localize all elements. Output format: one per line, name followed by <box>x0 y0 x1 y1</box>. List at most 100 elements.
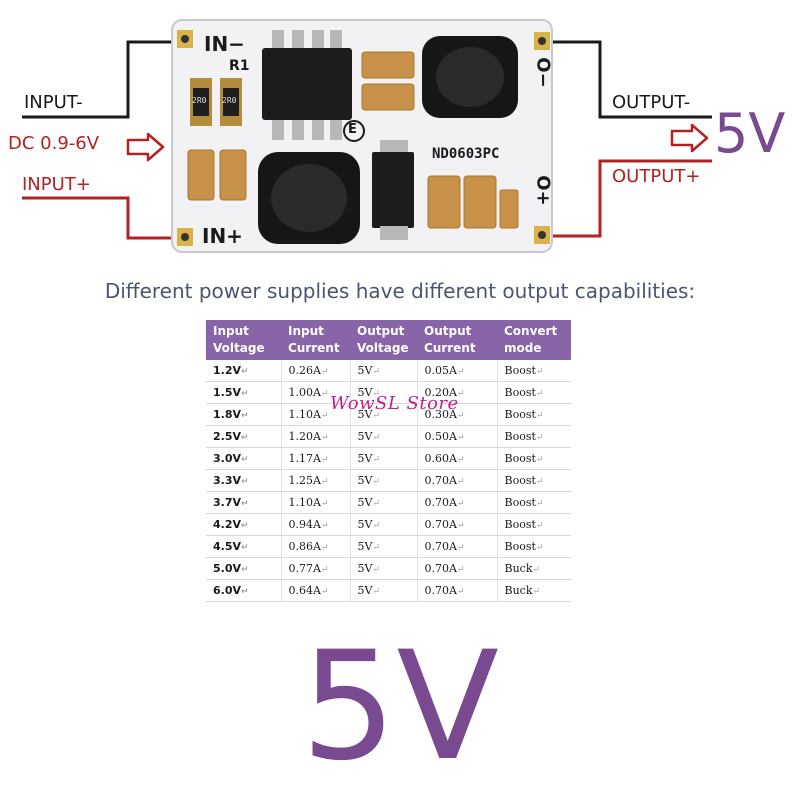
table-header-line: mode <box>504 341 542 355</box>
paragraph-mark-icon: ↵ <box>372 587 380 597</box>
resistor-code-right: 2R0 <box>222 96 237 105</box>
paragraph-mark-icon: ↵ <box>241 455 249 465</box>
pcb-diagram: IN− IN+ R1 E ND0603PC O− O+ 2R0 2R0 INPU… <box>0 0 800 270</box>
table-header-line: Output <box>424 324 472 338</box>
pad-out-minus <box>534 32 550 50</box>
table-cell: Boost↵ <box>497 513 571 536</box>
table-row: 4.5V↵0.86A↵5V↵0.70A↵Boost↵ <box>206 535 571 558</box>
table-cell-value: 1.00A <box>288 386 321 399</box>
paragraph-mark-icon: ↵ <box>372 411 380 421</box>
resistor-right <box>220 78 242 126</box>
table-cell-value: 1.25A <box>288 474 321 487</box>
table-cell-value: 5V <box>357 430 373 443</box>
paragraph-mark-icon: ↵ <box>241 433 249 443</box>
table-row: 2.5V↵1.20A↵5V↵0.50A↵Boost↵ <box>206 425 571 448</box>
table-cell: 5V↵ <box>350 381 418 404</box>
paragraph-mark-icon: ↵ <box>535 433 544 443</box>
table-header-line: Output <box>357 324 405 338</box>
table-cell-value: 0.05A <box>424 364 457 377</box>
table-cell: 0.70A↵ <box>417 579 498 602</box>
table-cell-value: 0.70A <box>424 540 457 553</box>
paragraph-mark-icon: ↵ <box>320 477 329 487</box>
table-cell-value: 0.50A <box>424 430 457 443</box>
label-output-voltage: 5V <box>714 102 786 165</box>
silk-e-circle <box>343 120 365 142</box>
table-cell-value: Boost <box>504 364 536 377</box>
paragraph-mark-icon: ↵ <box>535 521 544 531</box>
inductor-top <box>422 36 518 118</box>
table-cell-value: 0.70A <box>424 518 457 531</box>
table-cell-value: Boost <box>504 518 536 531</box>
table-cell-value: 1.17A <box>288 452 321 465</box>
table-cell-value: 4.2V <box>213 518 241 531</box>
table-cell-value: Boost <box>504 452 536 465</box>
table-cell-value: 0.20A <box>424 386 457 399</box>
capacitor-top-2 <box>361 83 415 111</box>
table-header-line: Input <box>288 324 324 338</box>
paragraph-mark-icon: ↵ <box>320 587 329 597</box>
table-cell-value: 5V <box>357 452 373 465</box>
paragraph-mark-icon: ↵ <box>535 499 544 509</box>
table-cell-value: 1.10A <box>288 496 321 509</box>
paragraph-mark-icon: ↵ <box>372 477 380 487</box>
table-cell-value: Boost <box>504 430 536 443</box>
paragraph-mark-icon: ↵ <box>241 499 249 509</box>
paragraph-mark-icon: ↵ <box>535 543 544 553</box>
wire-input-minus <box>22 40 184 119</box>
table-row: 3.7V↵1.10A↵5V↵0.70A↵Boost↵ <box>206 491 571 514</box>
table-cell-value: Boost <box>504 386 536 399</box>
paragraph-mark-icon: ↵ <box>456 565 465 575</box>
silk-r1: R1 <box>229 58 250 74</box>
table-cell-value: 0.77A <box>288 562 321 575</box>
table-cell: 5V↵ <box>350 425 418 448</box>
table-cell-value: 1.20A <box>288 430 321 443</box>
paragraph-mark-icon: ↵ <box>320 433 329 443</box>
table-cell: Buck↵ <box>497 579 571 602</box>
table-cell-value: 0.30A <box>424 408 457 421</box>
table-cell: Boost↵ <box>497 425 571 448</box>
resistor-code-left: 2R0 <box>192 96 207 105</box>
table-cell: 4.5V↵ <box>206 535 282 558</box>
table-cell: 4.2V↵ <box>206 513 282 536</box>
table-cell: 5V↵ <box>350 469 418 492</box>
capacitor-left-1 <box>187 149 215 201</box>
table-cell: Boost↵ <box>497 381 571 404</box>
paragraph-mark-icon: ↵ <box>241 389 249 399</box>
table-cell-value: Boost <box>504 408 536 421</box>
silk-model: ND0603PC <box>432 146 500 162</box>
table-cell: 0.20A↵ <box>417 381 498 404</box>
paragraph-mark-icon: ↵ <box>320 389 329 399</box>
pad-out-plus <box>534 226 550 244</box>
table-cell-value: 1.8V <box>213 408 241 421</box>
table-cell: 0.05A↵ <box>417 360 498 382</box>
table-row: 1.2V↵0.26A↵5V↵0.05A↵Boost↵ <box>206 360 571 382</box>
table-cell: 0.70A↵ <box>417 513 498 536</box>
paragraph-mark-icon: ↵ <box>535 389 544 399</box>
table-row: 6.0V↵0.64A↵5V↵0.70A↵Buck↵ <box>206 579 571 602</box>
table-cell: 1.5V↵ <box>206 381 282 404</box>
table-cell-value: 5V <box>357 496 373 509</box>
table-cell: 5V↵ <box>350 557 418 580</box>
paragraph-mark-icon: ↵ <box>456 521 465 531</box>
table-cell: 2.5V↵ <box>206 425 282 448</box>
table-cell: 5V↵ <box>350 535 418 558</box>
watermark: WowSL Store <box>330 393 459 414</box>
table-cell: 1.10A↵ <box>281 403 351 426</box>
paragraph-mark-icon: ↵ <box>372 455 380 465</box>
table-row: 3.3V↵1.25A↵5V↵0.70A↵Boost↵ <box>206 469 571 492</box>
table-cell-value: 5V <box>357 562 373 575</box>
table-cell: 5V↵ <box>350 360 418 382</box>
table-cell: 0.70A↵ <box>417 491 498 514</box>
silk-o-minus: O− <box>532 57 554 88</box>
table-cell: 1.25A↵ <box>281 469 351 492</box>
paragraph-mark-icon: ↵ <box>372 543 380 553</box>
label-input-plus: INPUT+ <box>22 174 91 195</box>
silk-e: E <box>348 122 357 137</box>
paragraph-mark-icon: ↵ <box>456 433 465 443</box>
wire-input-plus <box>22 196 184 240</box>
bottom-voltage-label: 5V <box>300 620 500 794</box>
table-cell-value: 0.94A <box>288 518 321 531</box>
